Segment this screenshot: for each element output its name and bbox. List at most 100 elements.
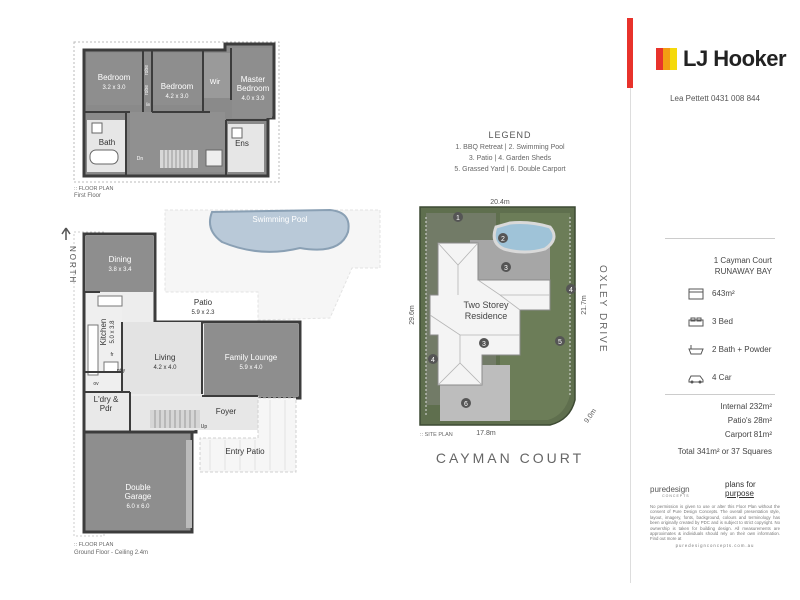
legend-title: LEGEND [488,130,532,140]
area-carport: Carport 81m² [724,430,772,439]
address-line-1: 1 Cayman Court [713,256,772,265]
designer-sub: CONCEPTS [662,494,690,498]
feature-land-label: 643m² [712,289,735,298]
feature-car-label: 4 Car [712,373,732,382]
size-family-lounge: 5.9 x 4.0 [239,365,263,371]
toilet-icon [91,122,103,134]
label-robe-2: robe [144,85,150,95]
room-garage [82,430,194,534]
marker-3a: 3 [504,265,508,272]
separator-1 [665,238,775,239]
north-label: NORTH [68,246,77,284]
ground-floor-label: Ground Floor - Ceiling 2.4m [74,550,148,556]
accent-bar [627,18,633,88]
residence-line-2: Residence [465,311,508,321]
area-patio: Patio's 28m² [727,416,772,425]
toilet-icon [231,127,243,139]
label-lin: lin [146,102,151,107]
room-laundry [86,392,130,430]
label-bath: Bath [99,138,115,147]
land-area-icon [688,288,704,300]
area-total: Total 341m² or 37 Squares [677,447,772,456]
label-ens: Ens [235,139,249,148]
marker-5: 5 [558,339,562,346]
stairs-ground [150,410,200,428]
label-family-lounge: Family Lounge [225,353,278,362]
website-link[interactable]: puredesignconcepts.com.au [675,542,755,548]
disclaimer: No permission is given to use or alter t… [650,504,780,548]
label-laundry: L'dry & [94,395,119,404]
label-bedroom-1: Bedroom [98,73,131,82]
label-fridge: fr [110,352,113,358]
feature-bed-label: 3 Bed [712,317,733,326]
legend-line-1: 1. BBQ Retreat | 2. Swimming Pool [455,144,565,151]
label-master: Master [241,75,266,84]
feature-land: 643m² [688,288,798,302]
street-front: CAYMAN COURT [435,450,585,466]
shower-icon [205,149,223,167]
label-patio: Patio [194,298,213,307]
dim-corner: 9.0m [583,408,598,425]
tagline-1: plans for [725,480,756,489]
dim-bottom: 17.8m [476,430,496,437]
label-up: Up [201,424,208,430]
first-floor-plan: Bedroom 3.2 x 3.0 Bedroom 4.2 x 3.0 Mast… [73,41,280,199]
feature-car: 4 Car [688,372,798,386]
label-kitchen: Kitchen [99,319,108,346]
size-dining: 3.8 x 3.4 [108,267,132,273]
agent-contact: Lea Pettett 0431 008 844 [670,94,760,103]
area-internal: Internal 232m² [720,402,772,411]
separator-2 [665,394,775,395]
legend: LEGEND 1. BBQ Retreat | 2. Swimming Pool… [410,130,610,173]
marker-3b: 3 [482,341,486,348]
marker-4a: 4 [569,287,573,294]
label-wir: Wir [210,79,221,86]
floor-plans-svg: Bedroom 3.2 x 3.0 Bedroom 4.2 x 3.0 Mast… [61,41,381,556]
brand-tiles-icon [656,48,677,70]
swimming-pool [209,208,350,253]
info-panel: LJ Hooker Lea Pettett 0431 008 844 1 Cay… [627,0,800,600]
dim-top: 20.4m [490,199,510,206]
label-entry-patio: Entry Patio [225,447,265,456]
disclaimer-text: No permission is given to use or alter t… [650,504,780,542]
size-master: 4.0 x 3.9 [241,96,265,102]
ground-floor-plan: Swimming Pool [61,208,381,556]
dim-right: 21.7m [581,295,588,315]
label-dn: Dn [137,156,144,162]
label-master-2: Bedroom [237,84,270,93]
size-bedroom-1: 3.2 x 3.0 [102,85,126,91]
site-plan-tag: :: SITE PLAN [420,432,453,438]
label-oven: ov [93,381,99,387]
label-pool: Swimming Pool [252,215,307,224]
marker-1: 1 [456,215,460,222]
label-pantry: ptry [117,368,126,374]
room-living [122,322,202,394]
room-dining [86,236,153,292]
feature-bed: 3 Bed [688,316,798,330]
brand-logo: LJ Hooker [656,46,787,72]
size-garage: 6.0 x 6.0 [126,504,150,510]
room-bedroom-2 [152,53,202,105]
north-arrow-icon: NORTH [61,227,77,284]
size-kitchen: 5.0 x 3.8 [110,320,116,344]
stairs-first [160,150,198,168]
feature-bath-label: 2 Bath + Powder [712,345,772,354]
site-pool [492,221,556,254]
first-floor-label: First Floor [74,193,101,199]
dim-left: 29.6m [409,305,416,325]
marker-4b: 4 [431,357,435,364]
label-dining: Dining [109,255,132,264]
label-bedroom-2: Bedroom [161,82,194,91]
bed-icon [688,317,704,327]
designer-name: puredesign [650,485,690,494]
designer-logo: puredesign CONCEPTS [650,485,690,498]
room-wir [204,53,230,98]
legend-line-2: 3. Patio | 4. Garden Sheds [468,155,552,162]
room-bedroom-1 [87,53,142,105]
label-laundry-2: Pdr [100,404,113,413]
bath-icon [688,345,704,355]
car-icon [688,375,704,384]
brand-name: LJ Hooker [683,46,787,71]
size-living: 4.2 x 4.0 [153,365,177,371]
panel-divider [630,18,631,583]
